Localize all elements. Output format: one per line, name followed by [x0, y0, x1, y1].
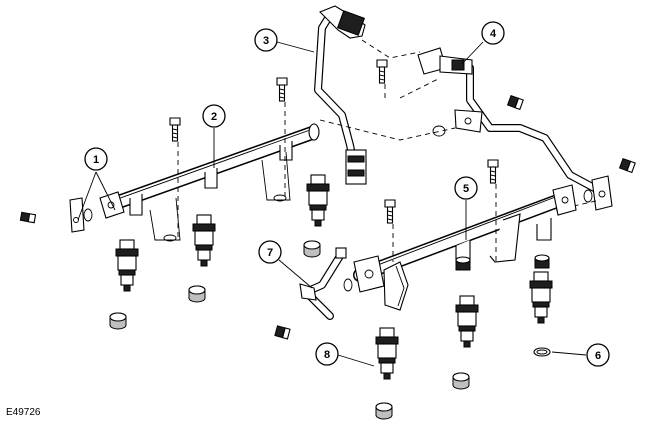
callout-1-label: 1	[93, 154, 99, 166]
fuel-return-pipe	[417, 47, 613, 211]
figure-id: E49726	[6, 407, 41, 418]
right-fuel-rail	[353, 184, 593, 311]
callout-8-label: 8	[324, 349, 330, 361]
callout-1: 1	[77, 147, 116, 221]
injector-seal	[534, 254, 550, 269]
pipe-bracket-nut	[506, 94, 524, 111]
rail-bolt	[487, 159, 499, 184]
callout-6-label: 6	[595, 350, 601, 362]
o-ring	[343, 278, 353, 292]
callout-2-label: 2	[211, 111, 217, 123]
callout-6: 6	[551, 343, 610, 367]
o-ring	[432, 125, 446, 137]
fuel-injector	[306, 174, 330, 227]
rail-bolt	[276, 77, 288, 102]
fuel-injector	[192, 214, 216, 267]
left-rail-seal-and-clip	[19, 197, 93, 233]
left-fuel-rail	[99, 123, 320, 242]
injector-cap	[303, 240, 321, 258]
fuel-injector	[529, 271, 553, 324]
pipe-bolt	[376, 59, 388, 84]
callout-7-label: 7	[267, 247, 273, 259]
callout-4: 4	[461, 21, 505, 65]
injector-cap	[188, 285, 206, 303]
crossover-pipe	[299, 247, 347, 320]
injector-clip	[533, 347, 551, 357]
injector-cap	[452, 372, 470, 390]
injector-seal	[455, 256, 471, 271]
callout-4-label: 4	[490, 28, 497, 40]
injector-cap	[109, 312, 127, 330]
callout-5-label: 5	[463, 183, 469, 195]
fuel-feed-pipe	[314, 5, 367, 185]
pipe-bracket-nut	[618, 157, 636, 174]
callout-5: 5	[454, 176, 478, 240]
callout-7: 7	[258, 240, 313, 289]
callout-3-label: 3	[263, 35, 269, 47]
fuel-injector	[455, 295, 479, 348]
injector-cap	[375, 402, 393, 420]
fuel-injector	[375, 327, 399, 380]
rail-bolt	[169, 117, 181, 142]
callout-2: 2	[202, 104, 226, 168]
callout-3: 3	[254, 28, 315, 53]
crossover-pipe-nut	[274, 325, 291, 340]
rail-bolt	[384, 199, 396, 224]
callout-8: 8	[315, 342, 375, 367]
fuel-injector	[115, 239, 139, 292]
